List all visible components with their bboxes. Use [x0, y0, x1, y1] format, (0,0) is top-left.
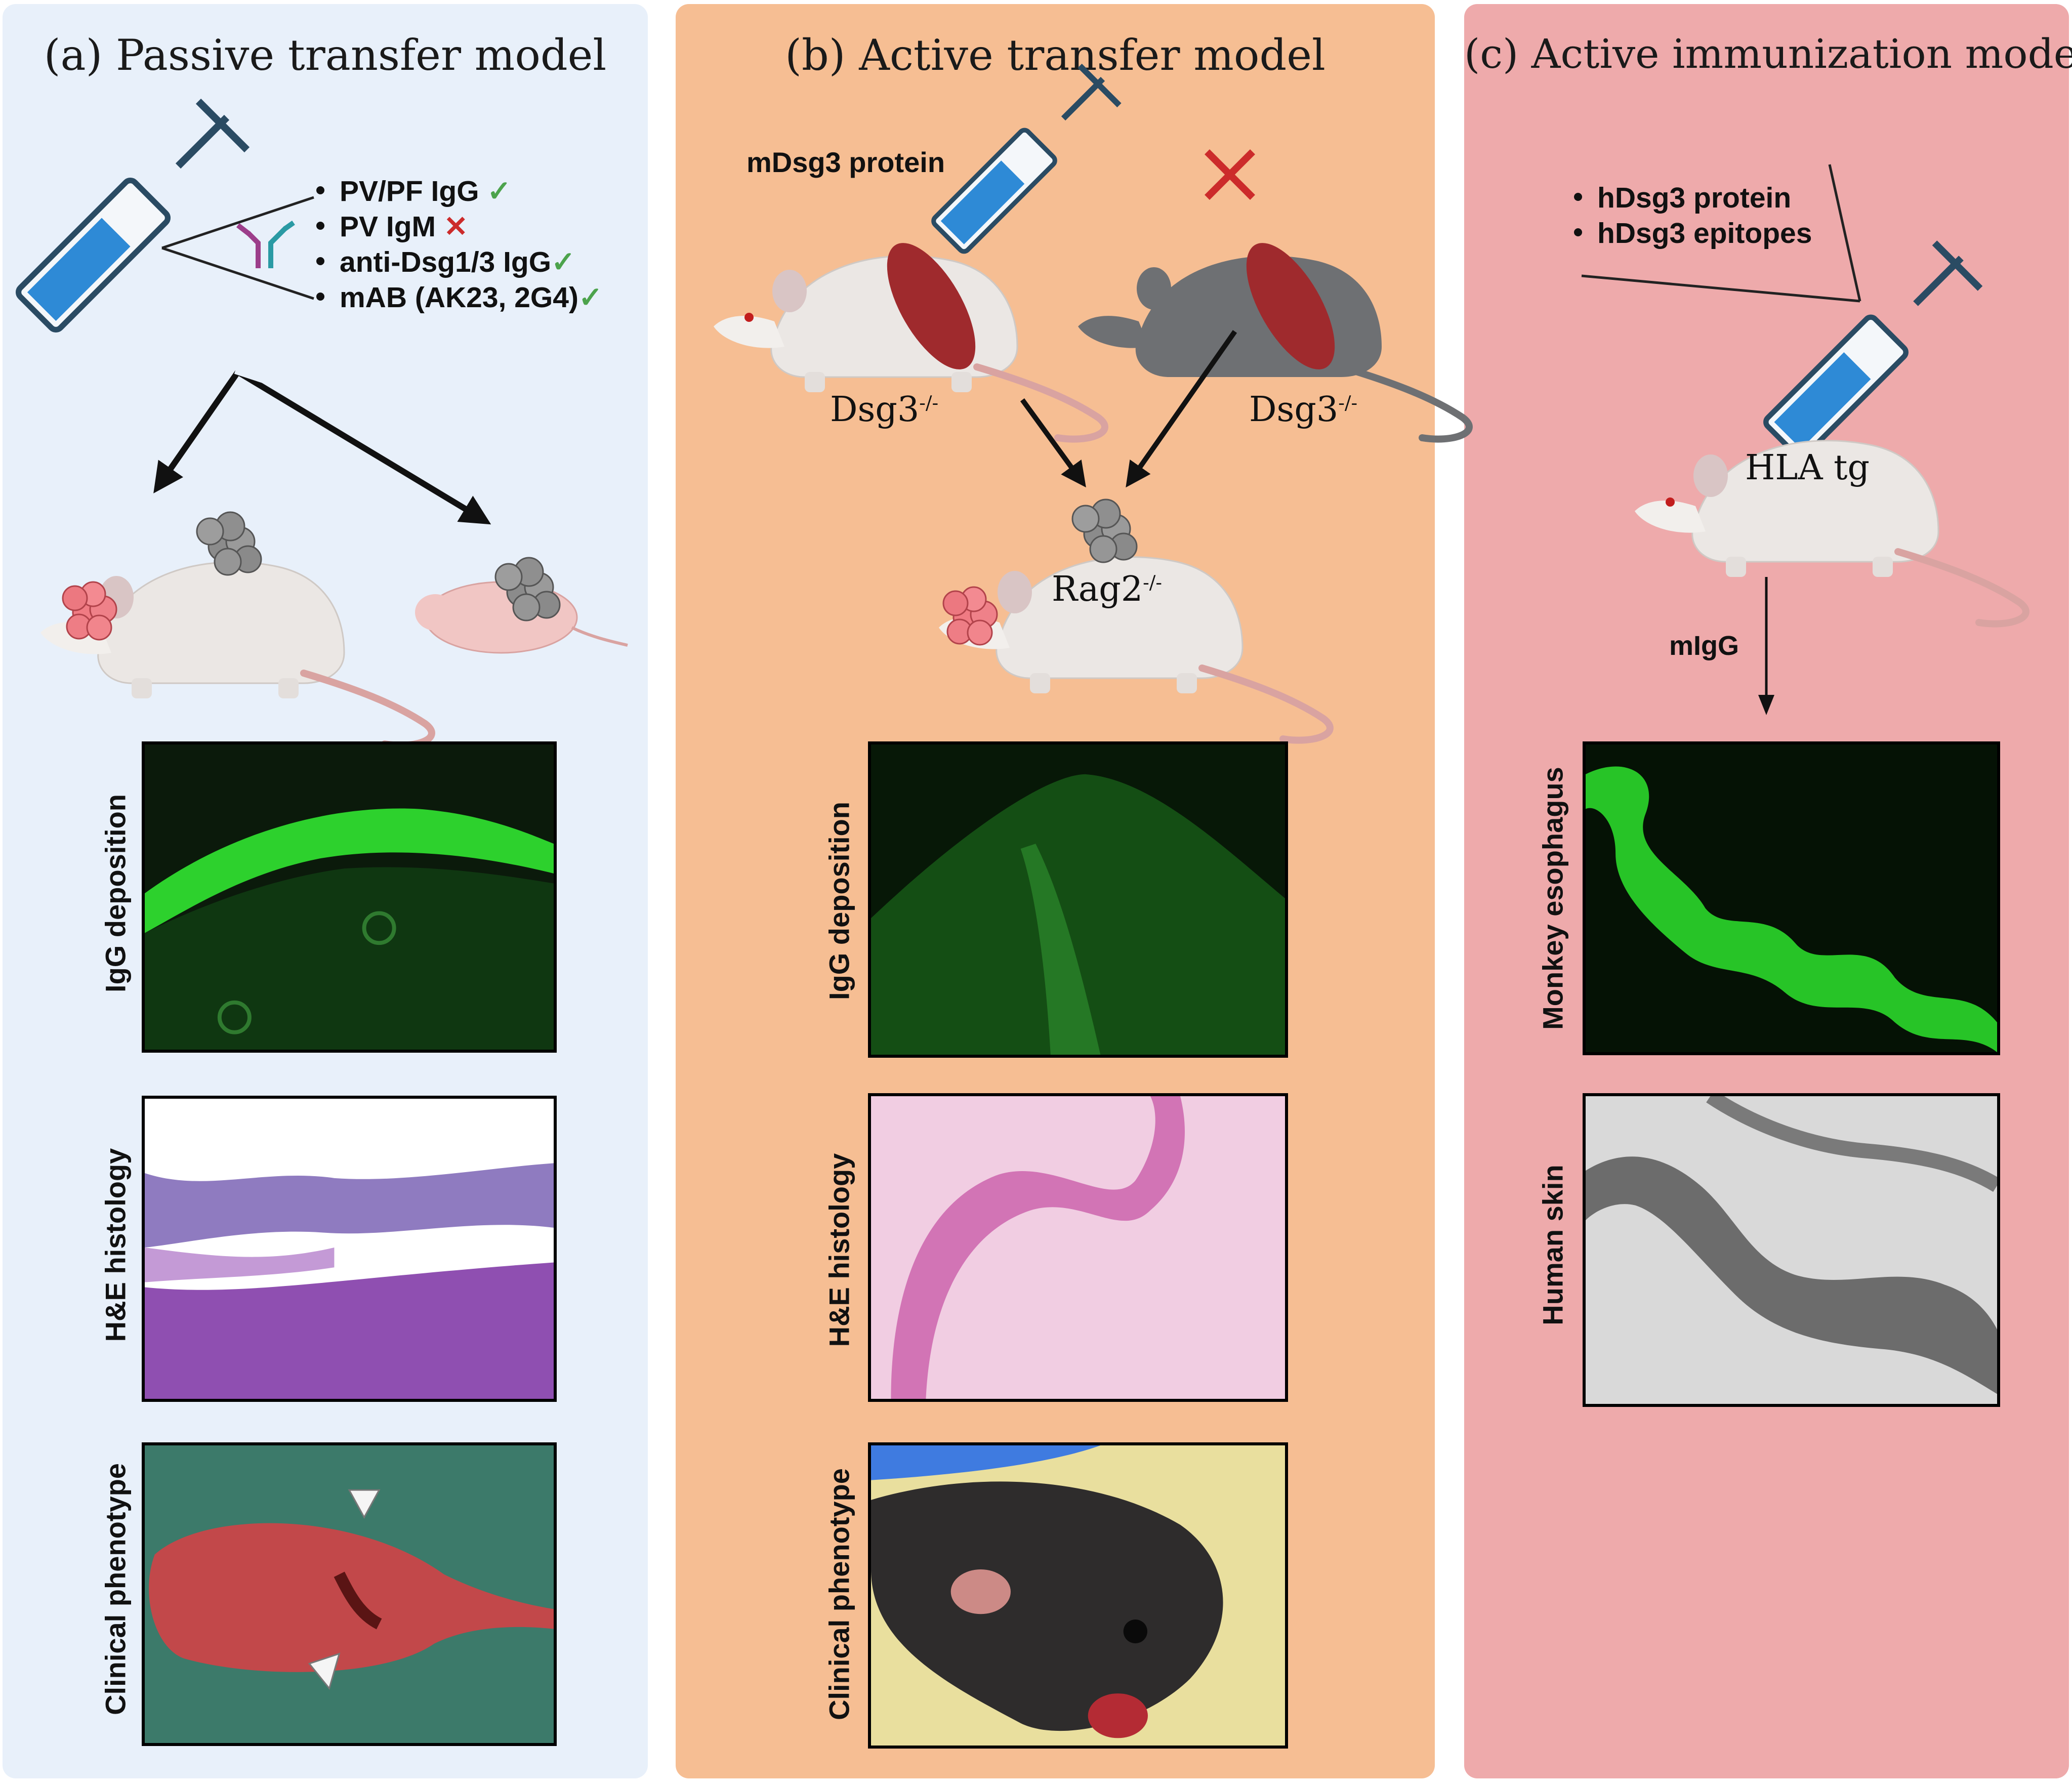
bracket-line: [161, 196, 314, 250]
antibody-icon: [236, 220, 295, 268]
syringe-icon: [1763, 243, 1980, 460]
arrow-transfer-1: [1020, 398, 1086, 488]
panel-b-title: (b) Active transfer model: [785, 30, 1325, 80]
arrow-adult: [153, 370, 240, 493]
donor-mouse-grey-icon: [1078, 243, 1473, 443]
row-label: H&E histology: [823, 1153, 855, 1347]
bullet-item: hDsg3 epitopes: [1574, 217, 1812, 250]
row-label: IgG deposition: [823, 802, 855, 1000]
row-label: Human skin: [1537, 1165, 1569, 1325]
panel-a-title: (a) Passive transfer model: [44, 30, 607, 80]
row-label: H&E histology: [99, 1148, 132, 1342]
tumor-icon: [942, 586, 998, 646]
human-skin-image: [1583, 1093, 2000, 1407]
bullet-item: anti-Dsg1/3 IgG✓: [316, 245, 575, 279]
clinical-phenotype-image: [142, 1442, 557, 1746]
bullet-item: PV/PF IgG ✓: [316, 175, 511, 208]
row-label: Clinical phenotype: [823, 1468, 855, 1720]
he-histology-image: [142, 1096, 557, 1402]
bullet-item: mAB (AK23, 2G4)✓: [316, 281, 603, 314]
row-label: Clinical phenotype: [99, 1463, 132, 1715]
bracket-line: [1581, 274, 1860, 303]
igg-deposition-image: [868, 741, 1288, 1058]
igg-deposition-image: [142, 741, 557, 1053]
panel-c-title: (c) Active immunization model: [1464, 30, 2072, 77]
he-histology-image: [868, 1093, 1288, 1402]
arrow-transfer-2: [1126, 330, 1237, 488]
row-label: IgG deposition: [99, 794, 132, 992]
syringe-icon: [16, 101, 247, 333]
syringe-icon: [931, 66, 1119, 254]
cross-icon: [1205, 149, 1255, 200]
bracket-line: [1828, 164, 1861, 302]
arrow-label: mIgG: [1669, 631, 1739, 661]
donor-mouse-white-icon: [714, 243, 1105, 439]
monkey-esophagus-image: [1583, 741, 2000, 1055]
bullet-item: PV IgM ✕: [316, 210, 468, 243]
bracket-line: [161, 246, 314, 300]
mouse-label: HLA tg: [1745, 448, 1870, 488]
genotype-label: Dsg3-/-: [830, 390, 939, 430]
row-label: Monkey esophagus: [1537, 767, 1569, 1030]
bullet-item: hDsg3 protein: [1574, 181, 1791, 215]
clinical-phenotype-image: [868, 1442, 1288, 1749]
genotype-label: Dsg3-/-: [1249, 390, 1358, 430]
protein-label: mDsg3 protein: [747, 146, 945, 178]
tumor-icon: [1071, 499, 1138, 563]
recipient-label: Rag2-/-: [1052, 569, 1162, 609]
arrow-neonate: [236, 369, 491, 525]
